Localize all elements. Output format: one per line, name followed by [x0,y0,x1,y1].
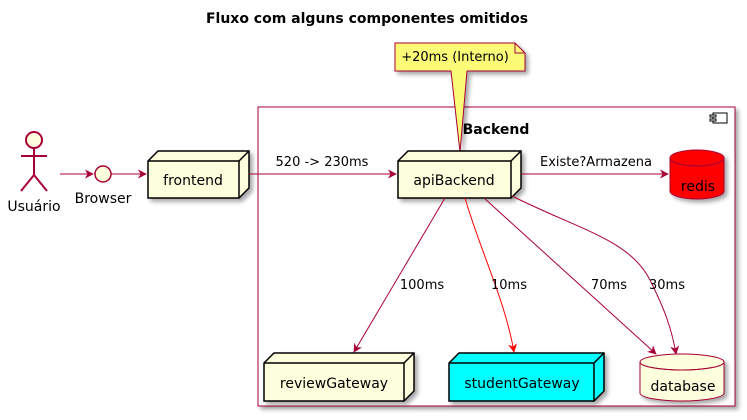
browser-label: Browser [75,191,132,207]
backend-label: Backend [463,122,530,138]
edge-api-db-2 [511,195,680,355]
note: +20ms (Interno) [394,42,526,153]
edge-api-db-2-label: 30ms [649,278,685,293]
actor-label: Usuário [7,199,60,215]
edge-api-db-1-label: 70ms [591,278,627,293]
actor-usuario: Usuário [7,131,61,215]
apibackend-label: apiBackend [413,173,494,189]
node-studentgateway [448,352,605,402]
edge-frontend-api-label: 520 -> 230ms [276,155,369,170]
note-text: +20ms (Interno) [401,50,509,65]
database-label: database [651,379,716,395]
edge-api-student-label: 10ms [491,278,527,293]
redis-label: redis [681,179,715,195]
node-database [639,353,725,402]
diagram-title: Fluxo com alguns componentes omitidos [206,11,528,27]
node-frontend [147,150,250,199]
edge-api-db-1 [483,197,657,355]
frontend-label: frontend [163,173,223,189]
component-icon [709,112,728,124]
edge-api-review [353,197,446,353]
node-redis [669,149,725,200]
studentgateway-label: studentGateway [464,376,579,392]
edge-api-review-label: 100ms [400,278,444,293]
edge-api-redis-label: Existe?Armazena [540,155,652,170]
node-apibackend [397,150,522,199]
interface-browser: Browser [75,165,132,207]
edge-api-student [464,197,518,353]
reviewgateway-label: reviewGateway [280,376,388,392]
node-reviewgateway [263,352,415,402]
